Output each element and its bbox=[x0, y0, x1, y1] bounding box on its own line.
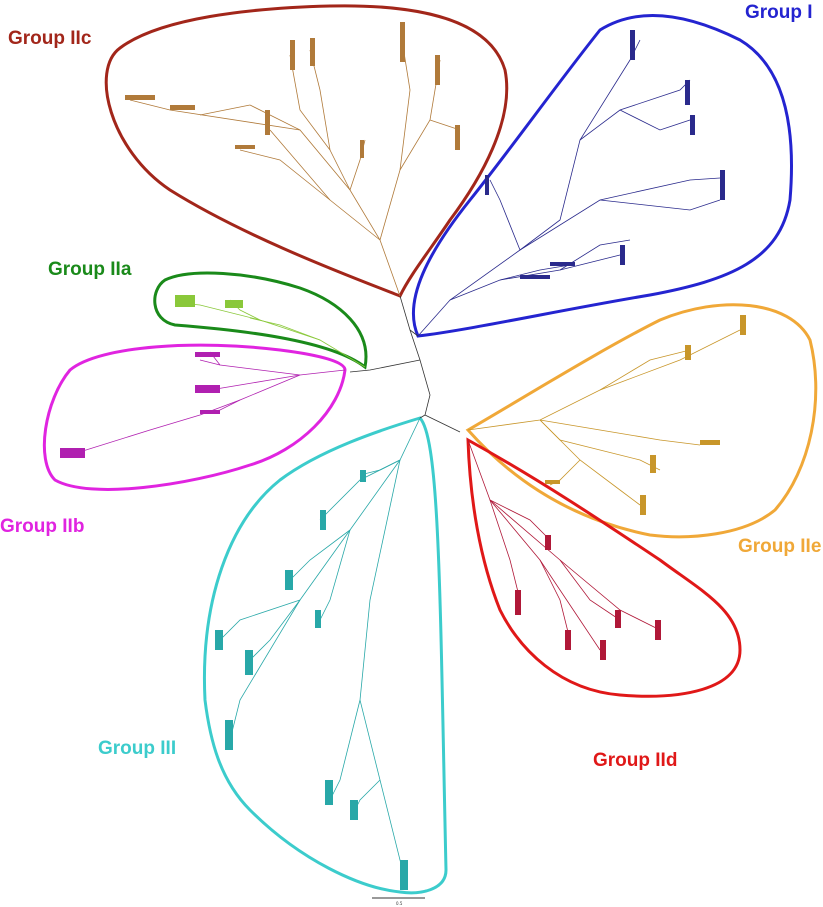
group-label-iia: Group IIa bbox=[48, 259, 132, 280]
clade-outlines bbox=[42, 4, 818, 895]
group-label-iii: Group III bbox=[98, 738, 176, 759]
outline-group-i bbox=[412, 14, 793, 338]
leaf-tips-group-iia bbox=[175, 295, 243, 308]
leaf-tips-group-iib bbox=[60, 352, 220, 458]
group-label-iid: Group IId bbox=[593, 750, 677, 771]
leaf-tips-group-iic bbox=[125, 22, 460, 158]
outline-group-iia bbox=[153, 271, 368, 370]
outline-group-iic bbox=[104, 4, 509, 298]
leaf-tips-group-iie bbox=[545, 315, 746, 515]
group-label-i: Group I bbox=[745, 2, 813, 23]
leaf-tips-group-i bbox=[485, 30, 725, 279]
outline-group-iie bbox=[465, 303, 818, 539]
branches-group-iib bbox=[69, 351, 346, 456]
group-label-iic: Group IIc bbox=[8, 28, 92, 49]
outline-group-iid bbox=[466, 437, 742, 698]
scale-bar-label: 0.5 bbox=[396, 901, 403, 906]
leaf-tips bbox=[60, 22, 746, 890]
branches-group-iii bbox=[219, 417, 421, 881]
scale-bar: 0.5 bbox=[372, 897, 425, 906]
tree-backbone bbox=[349, 295, 461, 433]
leaf-tips-group-iii bbox=[215, 470, 408, 890]
outline-group-iib bbox=[42, 343, 347, 491]
group-labels: Group IIc Group I Group IIa Group IIb Gr… bbox=[0, 2, 821, 771]
branches-group-iic bbox=[129, 39, 461, 297]
outline-group-iii bbox=[202, 416, 448, 895]
group-label-iib: Group IIb bbox=[0, 516, 84, 537]
branches-group-iid bbox=[467, 439, 661, 651]
leaf-tips-group-iid bbox=[515, 535, 661, 660]
branches-group-i bbox=[417, 39, 721, 337]
group-label-iie: Group IIe bbox=[738, 536, 821, 557]
branches-group-iie bbox=[467, 329, 741, 506]
